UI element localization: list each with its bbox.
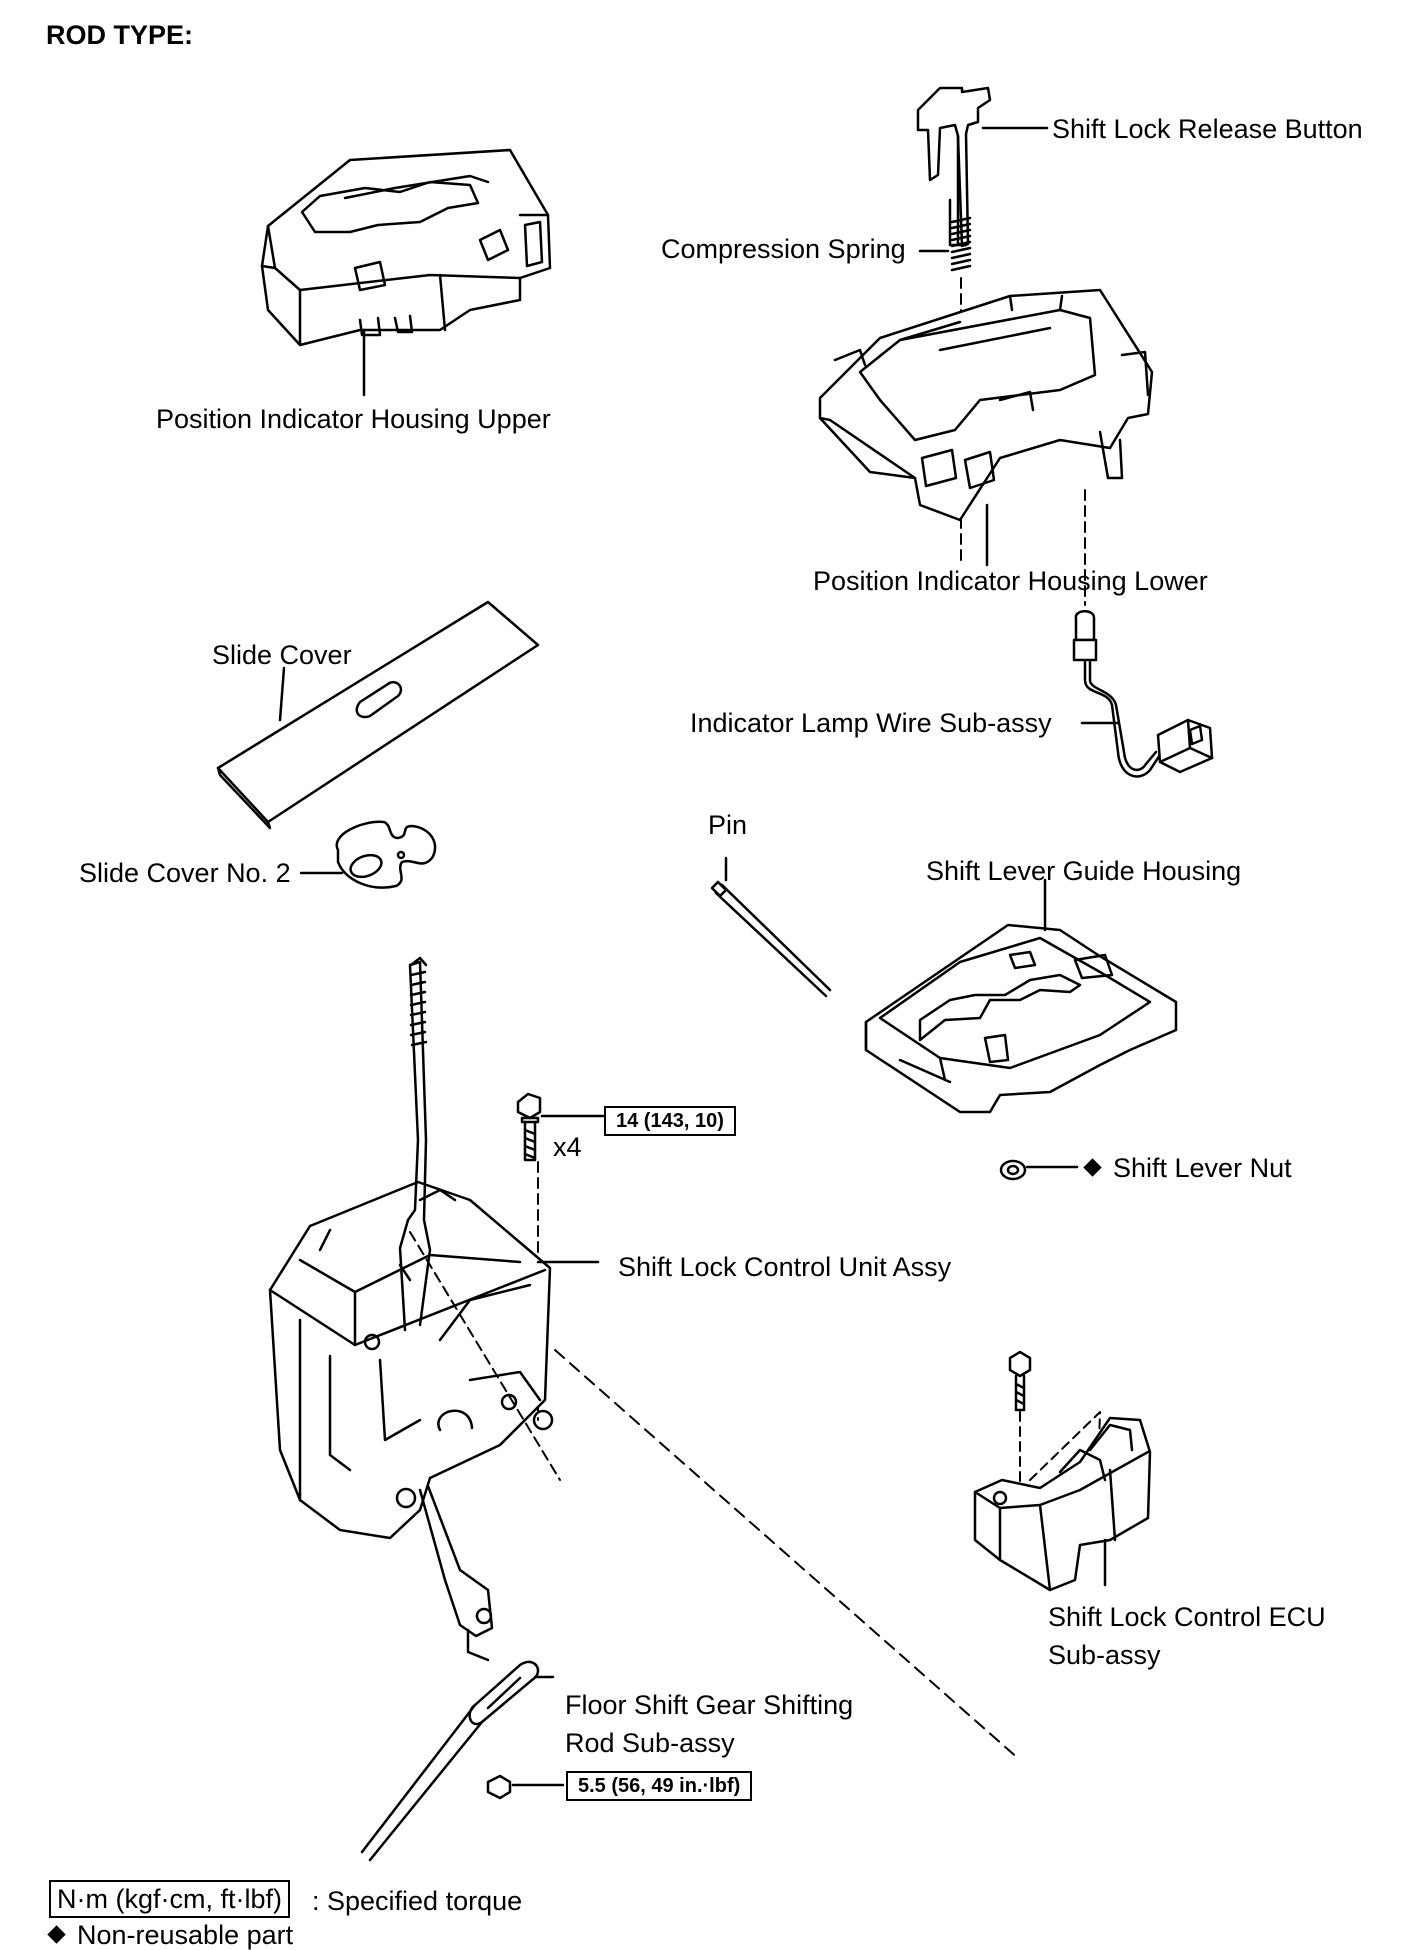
legend-torque-text: : Specified torque <box>312 1886 523 1916</box>
slide-cover-illustration <box>216 600 540 830</box>
label-slide-cover-no2: Slide Cover No. 2 <box>79 858 291 888</box>
shift-lock-control-unit-illustration <box>268 956 1021 1761</box>
shift-lever-nut-illustration <box>999 1159 1079 1181</box>
rod-nut-illustration <box>486 1774 565 1800</box>
floor-shift-rod-illustration <box>360 1660 555 1862</box>
legend-nonreusable-text: Non-reusable part <box>77 1920 294 1950</box>
label-compression-spring: Compression Spring <box>661 234 906 264</box>
label-position-indicator-housing-upper: Position Indicator Housing Upper <box>156 404 551 434</box>
label-shift-lock-control-unit: Shift Lock Control Unit Assy <box>618 1252 952 1282</box>
label-slide-cover: Slide Cover <box>212 640 352 670</box>
legend-diamond-icon <box>47 1925 66 1944</box>
torque-box-bolt: 14 (143, 10) <box>604 1106 736 1136</box>
label-position-indicator-housing-lower: Position Indicator Housing Lower <box>813 566 1208 596</box>
label-shift-lock-control-ecu-line1: Shift Lock Control ECU <box>1048 1602 1326 1632</box>
indicator-lamp-wire-illustration <box>1072 610 1214 778</box>
pin-illustration <box>710 856 832 998</box>
shift-lock-control-ecu-illustration <box>973 1350 1152 1592</box>
non-reusable-diamond-icon <box>1083 1158 1102 1177</box>
diagram-title: ROD TYPE: <box>46 20 194 50</box>
shift-lever-nut-text: Shift Lever Nut <box>1113 1153 1292 1183</box>
legend-torque-unit-box: N·m (kgf·cm, ft·lbf) <box>49 1880 290 1918</box>
position-indicator-housing-upper-illustration <box>260 148 552 397</box>
slide-cover-no2-illustration <box>299 820 437 889</box>
shift-lever-guide-housing-illustration <box>864 878 1178 1114</box>
label-shift-lock-control-ecu-line2: Sub-assy <box>1048 1640 1161 1670</box>
legend-nonreusable: Non-reusable part <box>47 1920 294 1950</box>
position-indicator-housing-lower-illustration <box>818 288 1154 606</box>
label-indicator-lamp-wire: Indicator Lamp Wire Sub-assy <box>690 708 1052 738</box>
label-bolt-quantity: x4 <box>553 1132 582 1162</box>
label-shift-lever-nut: Shift Lever Nut <box>1083 1153 1292 1183</box>
shift-lock-release-button-illustration <box>916 86 1049 248</box>
label-shift-lock-release-button: Shift Lock Release Button <box>1052 114 1363 144</box>
label-shift-lever-guide-housing: Shift Lever Guide Housing <box>926 856 1242 886</box>
label-pin: Pin <box>708 810 748 840</box>
label-floor-shift-rod-line2: Rod Sub-assy <box>565 1728 735 1758</box>
torque-box-nut: 5.5 (56, 49 in.·lbf) <box>566 1771 753 1801</box>
label-floor-shift-rod-line1: Floor Shift Gear Shifting <box>565 1690 854 1720</box>
